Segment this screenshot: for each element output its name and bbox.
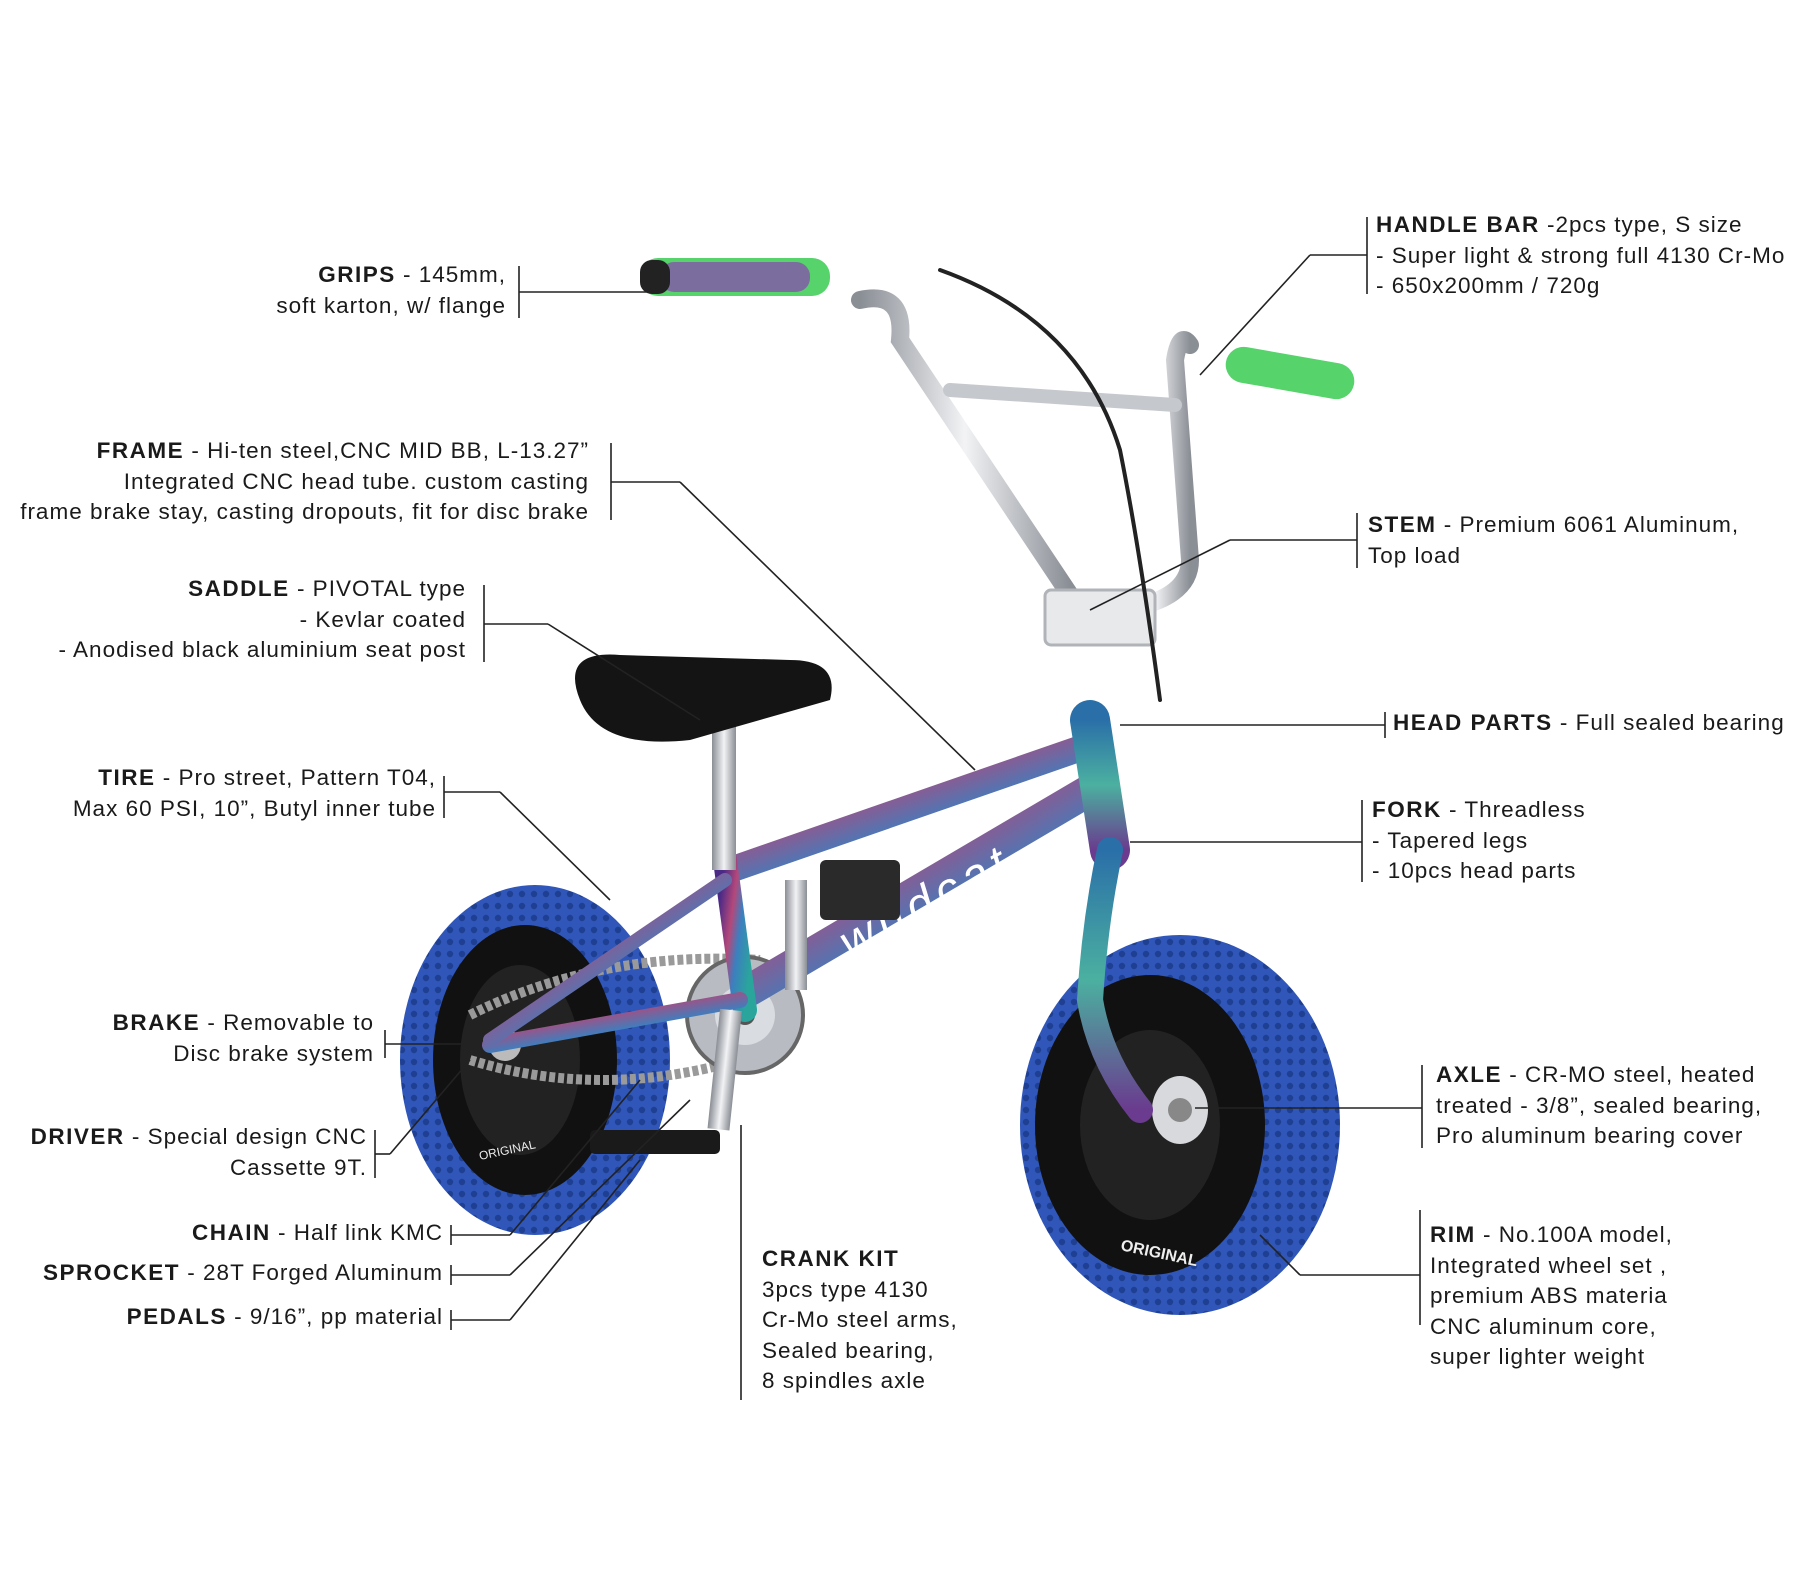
spec-chain-line1: - Half link KMC <box>270 1220 443 1245</box>
spec-axle-title: AXLE <box>1436 1062 1503 1087</box>
spec-grips-line1: - 145mm, <box>395 262 506 287</box>
spec-headparts-line1: - Full sealed bearing <box>1552 710 1785 735</box>
spec-driver: DRIVER - Special design CNC Cassette 9T. <box>31 1122 367 1183</box>
spec-crank-title: CRANK KIT <box>762 1246 900 1271</box>
spec-fork-line1: - Threadless <box>1441 797 1586 822</box>
spec-rim-title: RIM <box>1430 1222 1476 1247</box>
spec-frame-line1: - Hi-ten steel,CNC MID BB, L-13.27” <box>184 438 589 463</box>
spec-stem-line1: - Premium 6061 Aluminum, <box>1436 512 1740 537</box>
saddle <box>575 654 832 870</box>
spec-handlebar-line2: - Super light & strong full 4130 Cr-Mo <box>1376 242 1786 268</box>
spec-tire-title: TIRE <box>98 765 156 790</box>
spec-brake-title: BRAKE <box>112 1010 201 1035</box>
spec-handlebar-title: HANDLE BAR <box>1376 212 1540 237</box>
spec-rim-line3: premium ABS materia <box>1430 1283 1668 1308</box>
spec-headparts: HEAD PARTS - Full sealed bearing <box>1393 708 1785 739</box>
spec-chain: CHAIN - Half link KMC <box>192 1218 443 1249</box>
spec-chain-title: CHAIN <box>191 1220 271 1245</box>
spec-driver-line2: Cassette 9T. <box>229 1154 367 1180</box>
spec-axle: AXLE - CR-MO steel, heated treated - 3/8… <box>1436 1060 1762 1152</box>
spec-saddle-title: SADDLE <box>188 576 290 601</box>
spec-fork-line3: - 10pcs head parts <box>1372 858 1577 883</box>
spec-saddle-line3: - Anodised black aluminium seat post <box>58 637 466 662</box>
spec-rim-line2: Integrated wheel set , <box>1430 1252 1668 1278</box>
spec-axle-line1: - CR-MO steel, heated <box>1502 1062 1756 1087</box>
spec-sprocket-title: SPROCKET <box>43 1260 181 1285</box>
spec-stem: STEM - Premium 6061 Aluminum, Top load <box>1368 510 1739 571</box>
crank-and-pedals <box>590 860 900 1154</box>
spec-crank: CRANK KIT 3pcs type 4130 Cr-Mo steel arm… <box>762 1244 958 1397</box>
spec-brake-line1: - Removable to <box>200 1010 374 1035</box>
spec-brake-line2: Disc brake system <box>173 1040 374 1066</box>
spec-brake: BRAKE - Removable to Disc brake system <box>113 1008 374 1069</box>
spec-crank-line3: Sealed bearing, <box>762 1337 935 1363</box>
handlebar <box>851 268 1200 702</box>
spec-handlebar-line1: -2pcs type, S size <box>1539 212 1743 237</box>
spec-axle-line3: Pro aluminum bearing cover <box>1436 1123 1744 1148</box>
spec-tire-line1: - Pro street, Pattern T04, <box>155 765 436 790</box>
spec-saddle-line1: - PIVOTAL type <box>289 576 466 601</box>
spec-pedals-title: PEDALS <box>126 1304 227 1329</box>
spec-rim: RIM - No.100A model, Integrated wheel se… <box>1430 1220 1673 1373</box>
spec-driver-line1: - Special design CNC <box>124 1124 367 1149</box>
spec-saddle: SADDLE - PIVOTAL type - Kevlar coated - … <box>59 574 466 666</box>
spec-grips-line2: soft karton, w/ flange <box>276 292 506 318</box>
spec-tire: TIRE - Pro street, Pattern T04, Max 60 P… <box>73 763 436 824</box>
spec-crank-line2: Cr-Mo steel arms, <box>762 1307 958 1332</box>
spec-stem-title: STEM <box>1368 512 1437 537</box>
spec-crank-line4: 8 spindles axle <box>762 1368 926 1393</box>
spec-fork-title: FORK <box>1372 797 1442 822</box>
spec-grips-title: GRIPS <box>318 262 396 287</box>
fork <box>1076 837 1153 1123</box>
front-wheel: ORIGINAL <box>1020 935 1340 1315</box>
spec-fork-line2: - Tapered legs <box>1372 827 1529 853</box>
spec-frame-line2: Integrated CNC head tube. custom casting <box>123 468 589 494</box>
spec-pedals-line1: - 9/16”, pp material <box>226 1304 443 1329</box>
spec-axle-line2: treated - 3/8”, sealed bearing, <box>1436 1092 1763 1118</box>
spec-rim-line1: - No.100A model, <box>1475 1222 1673 1247</box>
spec-frame-title: FRAME <box>96 438 185 463</box>
spec-driver-title: DRIVER <box>30 1124 125 1149</box>
spec-rim-line4: CNC aluminum core, <box>1430 1313 1657 1339</box>
spec-pedals: PEDALS - 9/16”, pp material <box>127 1302 443 1333</box>
spec-sprocket-line1: - 28T Forged Aluminum <box>180 1260 443 1285</box>
spec-rim-line5: super lighter weight <box>1430 1344 1646 1369</box>
leader-lines <box>374 217 1423 1400</box>
spec-stem-line2: Top load <box>1368 542 1462 568</box>
spec-handlebar-line3: - 650x200mm / 720g <box>1376 273 1601 298</box>
spec-frame: FRAME - Hi-ten steel,CNC MID BB, L-13.27… <box>20 436 589 528</box>
grips <box>640 258 1355 400</box>
spec-tire-line2: Max 60 PSI, 10”, Butyl inner tube <box>72 795 436 821</box>
spec-handlebar: HANDLE BAR -2pcs type, S size - Super li… <box>1376 210 1785 302</box>
spec-grips: GRIPS - 145mm, soft karton, w/ flange <box>276 260 506 321</box>
spec-crank-line1: 3pcs type 4130 <box>762 1276 929 1302</box>
spec-sprocket: SPROCKET - 28T Forged Aluminum <box>43 1258 443 1289</box>
spec-fork: FORK - Threadless - Tapered legs - 10pcs… <box>1372 795 1586 887</box>
chain <box>467 953 761 1085</box>
spec-frame-line3: frame brake stay, casting dropouts, fit … <box>20 499 589 524</box>
spec-saddle-line2: - Kevlar coated <box>299 606 466 632</box>
spec-headparts-title: HEAD PARTS <box>1393 710 1553 735</box>
